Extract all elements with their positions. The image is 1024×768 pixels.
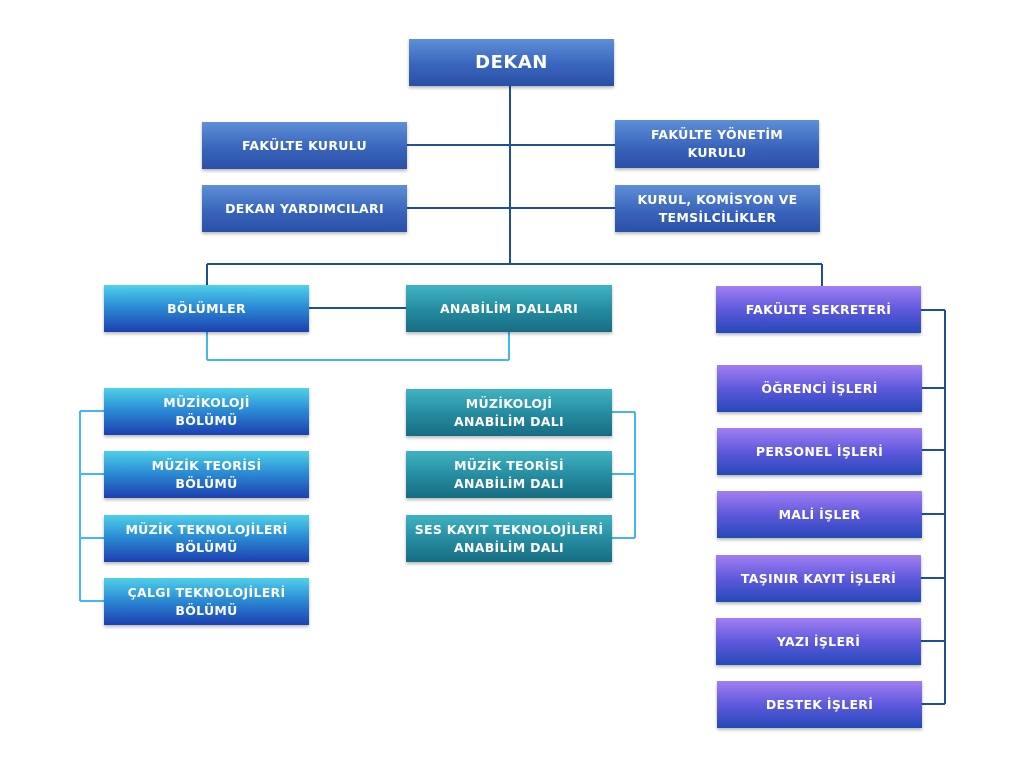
- bolum-name: MÜZİK TEORİSİ: [151, 457, 262, 473]
- sekreterlik-box-ogrenci: ÖĞRENCİ İŞLERİ: [717, 365, 922, 412]
- bolumler-label: BÖLÜMLER: [167, 300, 246, 316]
- anabilim-dali-suffix: ANABİLİM DALI: [454, 475, 564, 491]
- anabilim-dallari-label: ANABİLİM DALLARI: [439, 300, 579, 316]
- dekan-box: DEKAN: [409, 39, 614, 86]
- fakulte-kurulu-label: FAKÜLTE KURULU: [242, 137, 367, 153]
- bolumler-box: BÖLÜMLER: [104, 285, 309, 332]
- sekreterlik-label: MALİ İŞLER: [778, 506, 861, 522]
- sekreterlik-box-yazi: YAZI İŞLERİ: [716, 618, 921, 665]
- bolum-name: ÇALGI TEKNOLOJİLERİ: [127, 584, 286, 600]
- fakulte-sekreteri-label: FAKÜLTE SEKRETERİ: [745, 301, 892, 317]
- bolum-suffix: BÖLÜMÜ: [175, 602, 238, 618]
- fakulte-sekreteri-box: FAKÜLTE SEKRETERİ: [716, 286, 921, 333]
- anabilim-dali-suffix: ANABİLİM DALI: [454, 413, 564, 429]
- sekreterlik-box-mali: MALİ İŞLER: [717, 491, 922, 538]
- anabilim-dali-box: SES KAYIT TEKNOLOJİLERİ ANABİLİM DALI: [406, 515, 612, 562]
- dekan-label: DEKAN: [475, 51, 548, 73]
- anabilim-dali-name: MÜZİKOLOJİ: [465, 395, 553, 411]
- kurul-komisyon-label: KURUL, KOMİSYON VE TEMSİLCİLİKLER: [637, 191, 798, 225]
- bolum-suffix: BÖLÜMÜ: [175, 539, 238, 555]
- bolum-name: MÜZİK TEKNOLOJİLERİ: [125, 521, 288, 537]
- bolum-name: MÜZİKOLOJİ: [163, 394, 250, 410]
- dekan-yardimcilari-box: DEKAN YARDIMCILARI: [202, 185, 407, 232]
- anabilim-dali-name: MÜZİK TEORİSİ: [454, 457, 564, 473]
- anabilim-dallari-box: ANABİLİM DALLARI: [406, 285, 612, 332]
- bolum-box: MÜZİK TEKNOLOJİLERİ BÖLÜMÜ: [104, 515, 309, 562]
- anabilim-dali-box: MÜZİK TEORİSİ ANABİLİM DALI: [406, 451, 612, 498]
- kurul-komisyon-box: KURUL, KOMİSYON VE TEMSİLCİLİKLER: [615, 185, 820, 232]
- anabilim-dali-box: MÜZİKOLOJİ ANABİLİM DALI: [406, 389, 612, 436]
- bolum-suffix: BÖLÜMÜ: [175, 412, 238, 428]
- anabilim-dali-suffix: ANABİLİM DALI: [454, 539, 564, 555]
- anabilim-dali-name: SES KAYIT TEKNOLOJİLERİ: [414, 521, 604, 537]
- sekreterlik-box-personel: PERSONEL İŞLERİ: [717, 428, 922, 475]
- sekreterlik-box-destek: DESTEK İŞLERİ: [717, 681, 922, 728]
- sekreterlik-box-tasinir: TAŞINIR KAYIT İŞLERİ: [716, 555, 921, 602]
- sekreterlik-label: PERSONEL İŞLERİ: [755, 443, 884, 459]
- fakulte-yonetim-kurulu-label: FAKÜLTE YÖNETİM KURULU: [650, 127, 784, 160]
- sekreterlik-label: ÖĞRENCİ İŞLERİ: [761, 380, 878, 396]
- fakulte-kurulu-box: FAKÜLTE KURULU: [202, 122, 407, 169]
- sekreterlik-label: YAZI İŞLERİ: [776, 633, 861, 649]
- bolum-box: ÇALGI TEKNOLOJİLERİ BÖLÜMÜ: [104, 578, 309, 625]
- sekreterlik-label: TAŞINIR KAYIT İŞLERİ: [740, 570, 897, 586]
- dekan-yardimcilari-label: DEKAN YARDIMCILARI: [225, 200, 384, 216]
- fakulte-yonetim-kurulu-box: FAKÜLTE YÖNETİM KURULU: [615, 120, 819, 168]
- bolum-box: MÜZİKOLOJİ BÖLÜMÜ: [104, 388, 309, 435]
- sekreterlik-label: DESTEK İŞLERİ: [765, 696, 874, 712]
- bolum-suffix: BÖLÜMÜ: [175, 475, 238, 491]
- bolum-box: MÜZİK TEORİSİ BÖLÜMÜ: [104, 451, 309, 498]
